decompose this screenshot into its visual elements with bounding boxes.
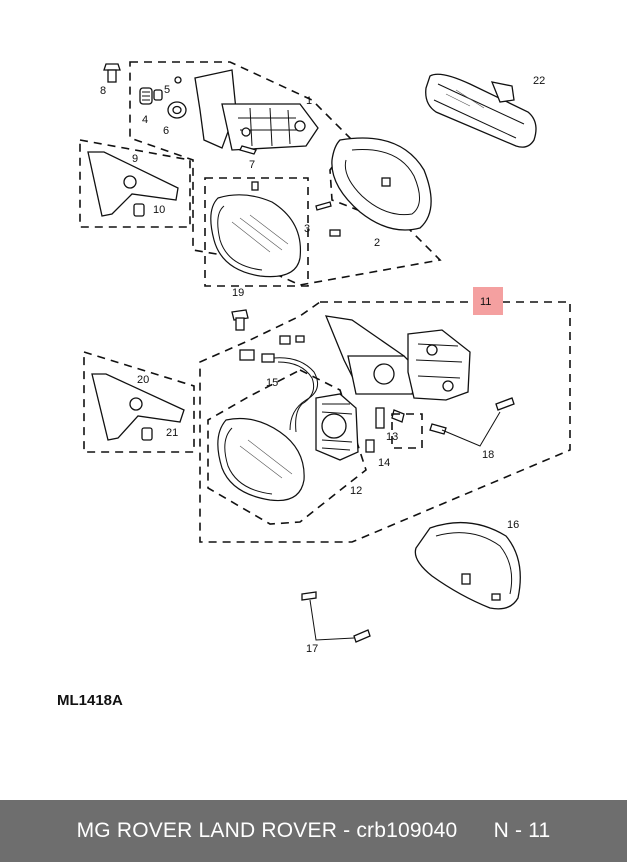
callout-17: 17 xyxy=(306,643,318,655)
callout-9: 9 xyxy=(132,153,138,165)
diagram-reference-code: ML1418A xyxy=(57,692,123,709)
callout-1: 1 xyxy=(306,95,312,107)
callout-13: 13 xyxy=(386,431,398,443)
callout-19: 19 xyxy=(232,287,244,299)
motor-base-assembly xyxy=(324,315,471,401)
screws-18 xyxy=(429,397,515,447)
exploded-parts-diagram: 1 2 3 4 5 6 7 8 9 10 11 12 13 14 15 16 1… xyxy=(79,61,571,655)
group-20-outline xyxy=(83,350,195,453)
sail-trim-cover-lower xyxy=(91,373,185,441)
callout-11: 11 xyxy=(480,296,491,308)
interior-rear-view-mirror xyxy=(425,73,537,148)
callout-8: 8 xyxy=(100,85,106,97)
screw-7 xyxy=(239,145,257,155)
screws-17 xyxy=(301,591,371,643)
callout-14: 14 xyxy=(378,457,390,469)
callout-15: 15 xyxy=(266,377,278,389)
callout-16: 16 xyxy=(507,519,519,531)
clip-5 xyxy=(153,76,182,101)
group-13-outline xyxy=(391,413,423,449)
callout-4: 4 xyxy=(142,114,148,126)
clip-4 xyxy=(139,87,153,105)
actuator-motor xyxy=(315,393,359,461)
callout-18: 18 xyxy=(482,449,494,461)
mirror-glass-upper xyxy=(210,181,302,278)
mirror-housing-lower xyxy=(414,521,521,610)
callout-5: 5 xyxy=(164,84,170,96)
grommet-6 xyxy=(167,101,187,119)
callout-11-highlight xyxy=(473,287,503,315)
sail-trim-cover xyxy=(87,151,179,217)
callout-2: 2 xyxy=(374,237,380,249)
mirror-housing-upper xyxy=(315,137,432,237)
mirror-base-bracket xyxy=(194,69,319,151)
footer-text: MG ROVER LAND ROVER - crb109040 N - 11 xyxy=(76,819,551,842)
callout-3: 3 xyxy=(304,223,310,235)
callout-21: 21 xyxy=(166,427,178,439)
group-9-outline xyxy=(79,139,191,228)
wiring-harness xyxy=(239,335,319,433)
group-1-outline xyxy=(129,61,442,286)
callout-20: 20 xyxy=(137,374,149,386)
pin-13 xyxy=(375,407,405,429)
mirror-glass-lower xyxy=(217,417,305,502)
screw-14 xyxy=(365,439,375,453)
footer-bar: MG ROVER LAND ROVER - crb109040 N - 11 xyxy=(0,800,627,862)
callout-22: 22 xyxy=(533,75,545,87)
callout-12: 12 xyxy=(350,485,362,497)
group-11-outline xyxy=(199,301,571,543)
group-3-outline xyxy=(204,177,309,287)
bolt-19 xyxy=(231,309,249,331)
callout-10: 10 xyxy=(153,204,165,216)
fixing-bolt-8 xyxy=(103,63,121,83)
callout-7: 7 xyxy=(249,159,255,171)
callout-6: 6 xyxy=(163,125,169,137)
